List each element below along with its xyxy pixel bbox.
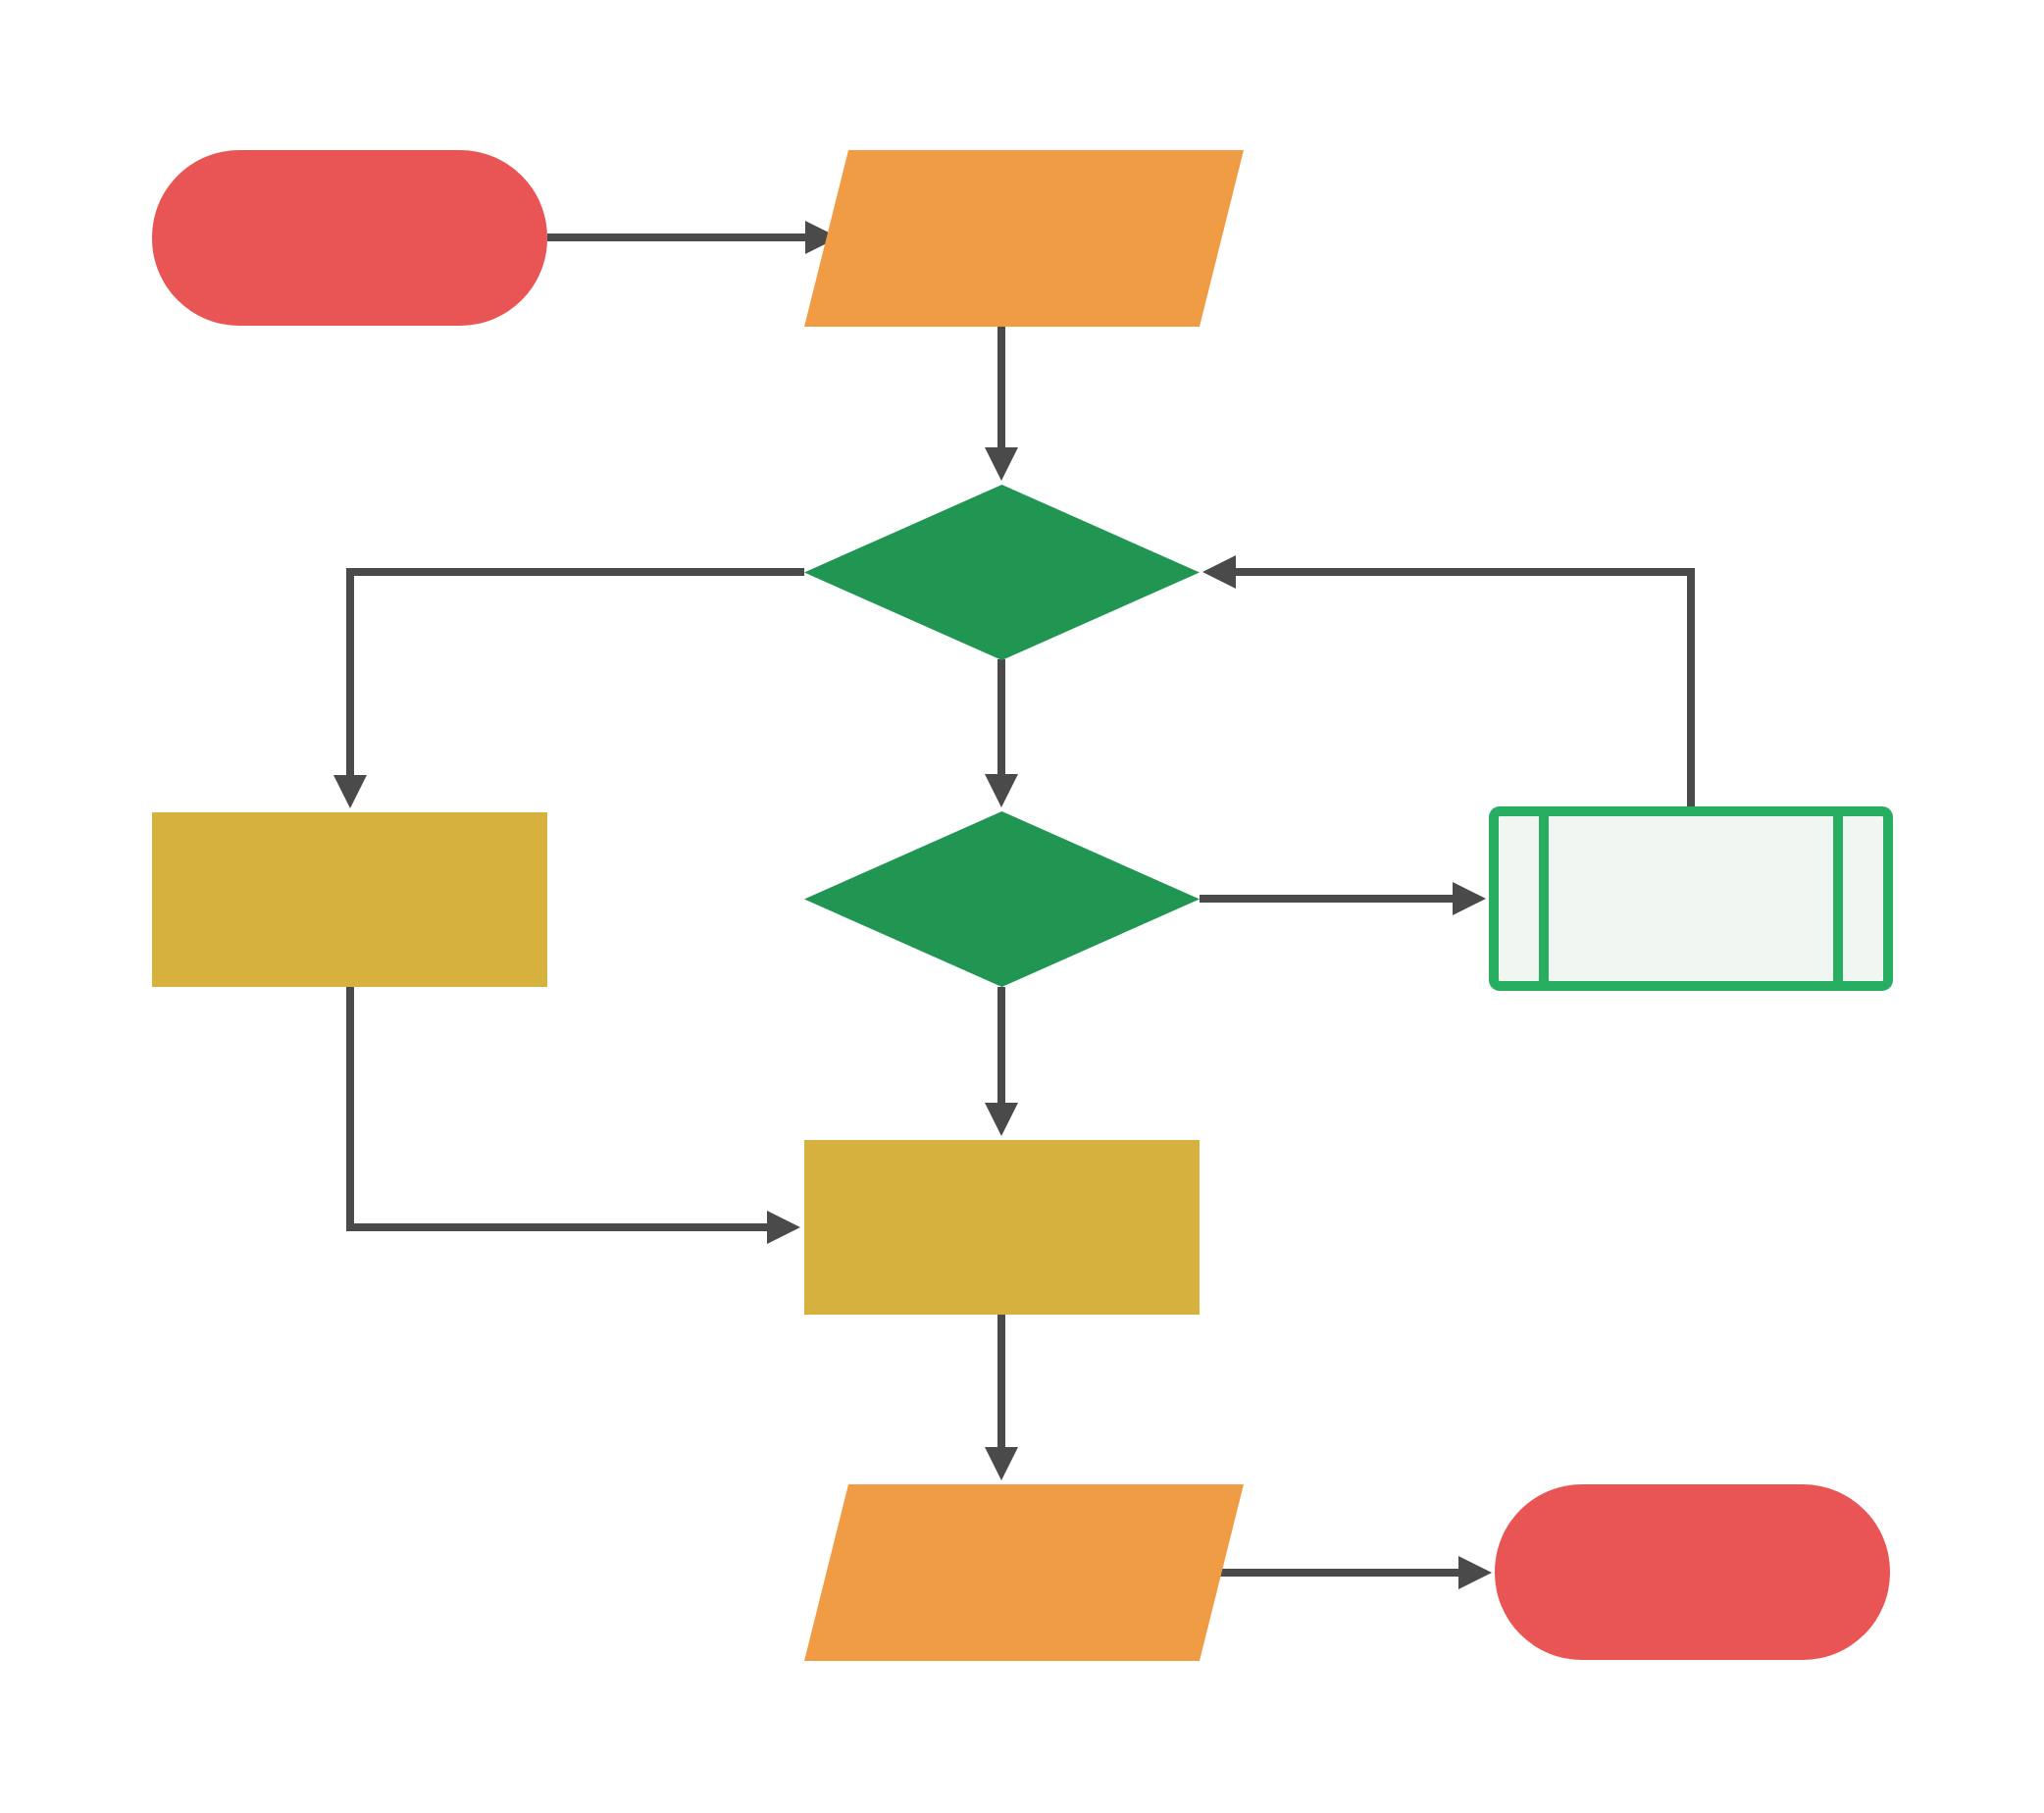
decision-diamond-primary-shape [804, 485, 1200, 660]
process-rect-center[interactable] [804, 1140, 1200, 1315]
edge-subroutine-loopback-to-decision1-line [1212, 568, 1695, 806]
edge-layer [333, 221, 1695, 1589]
edge-input-to-decision1[interactable] [985, 327, 1018, 481]
edge-output-to-end[interactable] [1178, 1556, 1492, 1589]
edge-decision2-to-process-center-arrowhead [985, 1103, 1018, 1136]
edge-decision2-to-process-center[interactable] [985, 987, 1018, 1136]
decision-diamond-secondary-shape [804, 811, 1200, 987]
edge-process-center-to-output[interactable] [985, 1315, 1018, 1480]
decision-diamond-secondary[interactable] [804, 811, 1200, 987]
process-rect-center-shape [804, 1140, 1200, 1315]
edge-start-to-input[interactable] [547, 221, 839, 254]
start-terminator[interactable] [152, 150, 547, 326]
edge-decision2-to-subroutine[interactable] [1200, 882, 1486, 915]
edge-process-center-to-output-arrowhead [985, 1447, 1018, 1480]
edge-decision1-to-process-left[interactable] [333, 568, 804, 808]
decision-diamond-primary[interactable] [804, 485, 1200, 660]
output-parallelogram[interactable] [804, 1484, 1244, 1661]
predefined-process-shape [1489, 806, 1893, 991]
edge-decision1-to-decision2-arrowhead [985, 774, 1018, 807]
edge-process-left-to-process-center-arrowhead [767, 1211, 800, 1244]
edge-decision1-to-decision2[interactable] [985, 659, 1018, 807]
process-rect-left[interactable] [152, 812, 547, 987]
end-terminator-shape [1495, 1484, 1890, 1660]
output-parallelogram-shape [804, 1484, 1244, 1661]
edge-process-left-to-process-center[interactable] [346, 987, 800, 1244]
input-parallelogram[interactable] [804, 150, 1244, 327]
process-rect-left-shape [152, 812, 547, 987]
predefined-process[interactable] [1489, 806, 1893, 991]
edge-decision1-to-process-left-arrowhead [333, 775, 367, 808]
end-terminator[interactable] [1495, 1484, 1890, 1660]
edge-output-to-end-arrowhead [1458, 1556, 1492, 1589]
edge-start-to-input-arrowhead [805, 221, 839, 254]
edge-decision2-to-subroutine-arrowhead [1453, 882, 1486, 915]
edge-subroutine-loopback-to-decision1[interactable] [1202, 555, 1695, 806]
node-layer [152, 150, 1893, 1661]
edge-subroutine-loopback-to-decision1-arrowhead [1202, 555, 1236, 589]
edge-input-to-decision1-arrowhead [985, 447, 1018, 481]
input-parallelogram-shape [804, 150, 1244, 327]
start-terminator-shape [152, 150, 547, 326]
edge-decision1-to-process-left-line [346, 568, 804, 797]
edge-process-left-to-process-center-line [346, 987, 790, 1231]
